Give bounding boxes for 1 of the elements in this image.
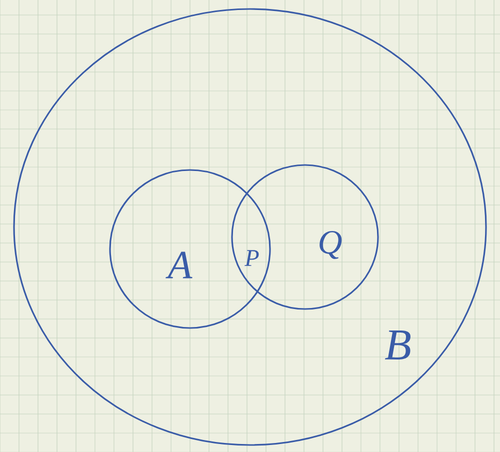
region-label: P xyxy=(244,250,259,266)
